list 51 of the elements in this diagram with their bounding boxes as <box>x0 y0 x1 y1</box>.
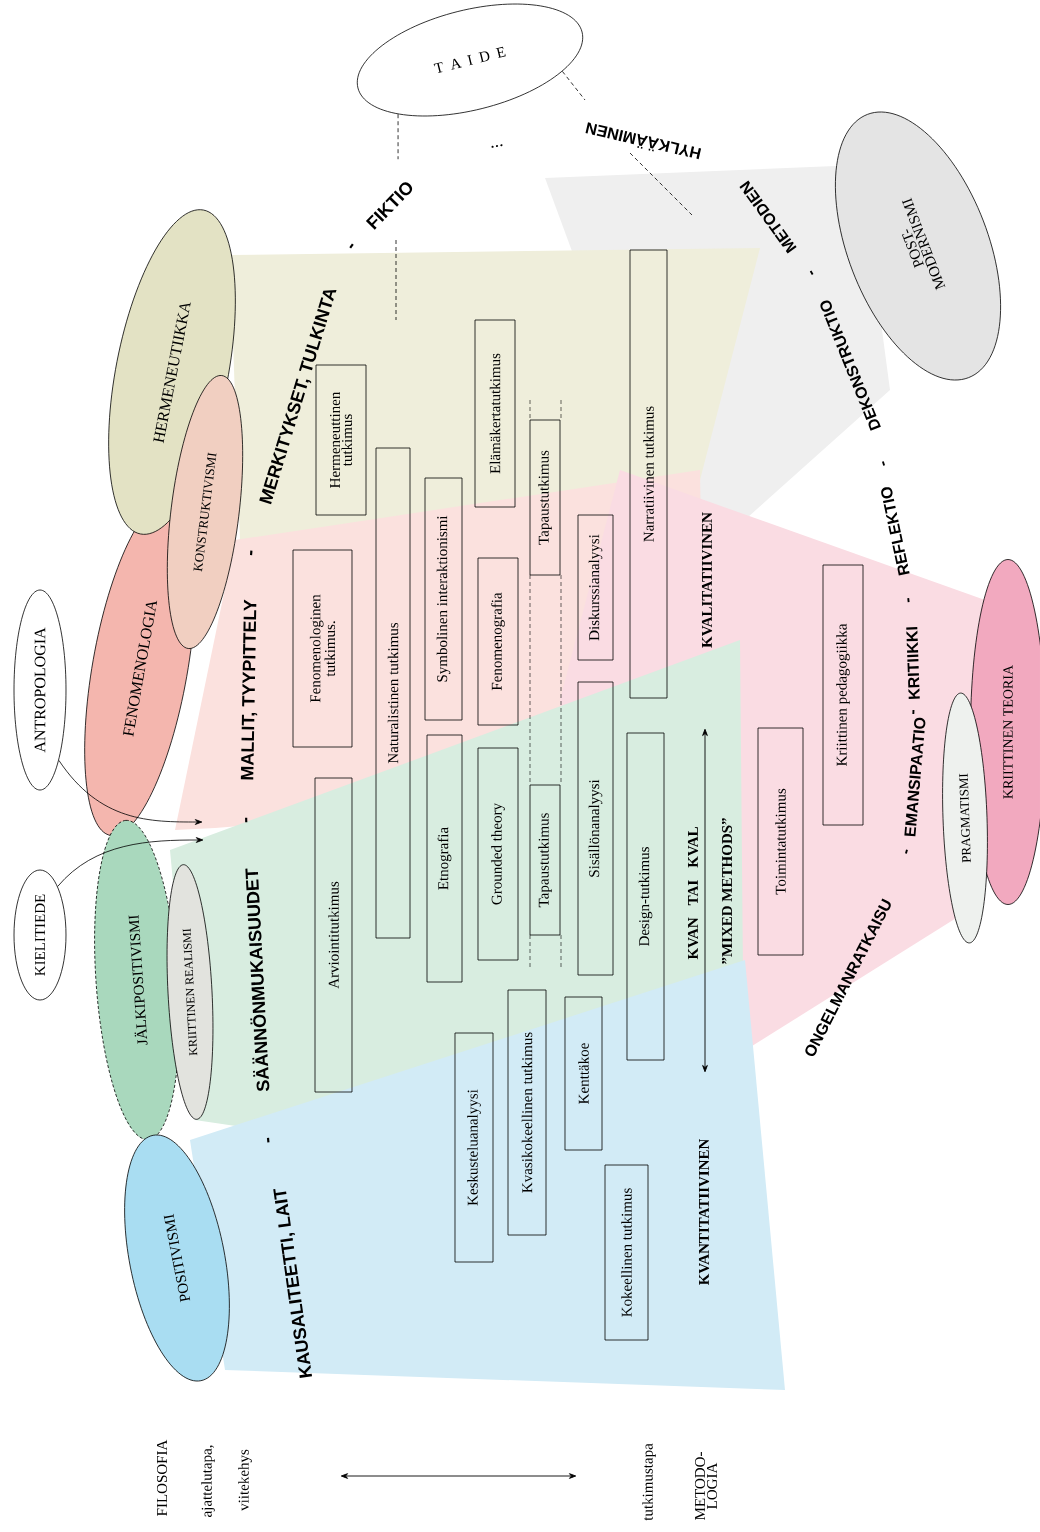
method-box: Symbolinen interaktionismi <box>424 477 463 721</box>
leader-line <box>561 70 693 216</box>
method-box: Hermeneuttinen tutkimus <box>315 364 367 516</box>
axis-label: tutkimustapa <box>642 1443 656 1521</box>
axis-label: ajattelutapa, <box>201 1445 215 1517</box>
method-box: Grounded theory <box>477 747 519 961</box>
ellipse-node: KRIITTINEN TEORIA <box>970 559 1040 905</box>
method-box: Elämäkertatutkimus <box>474 319 516 508</box>
arc-text: - <box>245 817 248 823</box>
axis-label: viitekehys <box>238 1449 252 1511</box>
method-box: Tapaustutkimus <box>529 784 561 936</box>
arc-text: - <box>912 709 915 715</box>
method-box: Naturalistinen tutkimus <box>375 447 411 939</box>
arc-text: - <box>349 243 354 249</box>
arc-text: KRITIIKKI <box>906 627 920 699</box>
ellipse-node: ANTROPOLOGIA <box>13 589 67 791</box>
arrow <box>58 759 203 825</box>
arc-text: - <box>905 849 908 854</box>
arrow <box>57 837 204 887</box>
axis-label: FILOSOFIA <box>156 1439 168 1516</box>
method-box: Kenttäkoe <box>564 996 603 1151</box>
method-box: Sisällönanalyysi <box>577 681 614 976</box>
method-box: Diskurssianalyysi <box>577 514 614 661</box>
arc-text: - <box>809 270 814 276</box>
method-box: Keskusteluanalyysi <box>454 1032 494 1263</box>
ellipse-node: KIELITIEDE <box>13 869 67 1001</box>
method-box: Tapaustutkimus <box>529 419 561 576</box>
arc-text: EMANSIPAATIO <box>904 717 926 837</box>
arc-text: - <box>266 1137 270 1143</box>
category-label: ”MIXED METHODS” <box>721 818 733 964</box>
leader-line <box>395 113 399 321</box>
method-box: Fenomenologinen tutkimus. <box>292 549 353 748</box>
method-box: Kokeellinen tutkimus <box>604 1164 649 1341</box>
method-box: Fenomenografia <box>477 557 519 726</box>
method-box: Toimintatutkimus <box>757 727 804 956</box>
method-box: Kriittinen pedagogiikka <box>822 564 864 826</box>
arc-text: SÄÄNNÖNMUKAISUUDET <box>245 868 270 1092</box>
method-box: Etnografia <box>426 734 463 983</box>
method-box: Narratiivinen tutkimus <box>629 249 668 699</box>
method-box: Kvasikokeellinen tutkimus <box>507 989 547 1236</box>
method-box: Arviointitutkimus <box>314 777 353 1093</box>
arc-text: MALLIT, TYYPITTELY <box>240 599 258 780</box>
ellipsis-text: ... <box>491 144 503 148</box>
arc-text: - <box>881 461 885 466</box>
category-label: KVALITATIIVINEN <box>701 512 713 648</box>
category-label: KVAN TAI KVAL <box>687 827 699 960</box>
category-label: KVANTITATIIVINEN <box>698 1138 710 1286</box>
arc-text: - <box>250 550 253 556</box>
axis-label: METODO- LOGIA <box>694 1452 718 1520</box>
method-box: Design-tutkimus <box>626 732 665 1061</box>
arc-text: - <box>907 598 910 603</box>
